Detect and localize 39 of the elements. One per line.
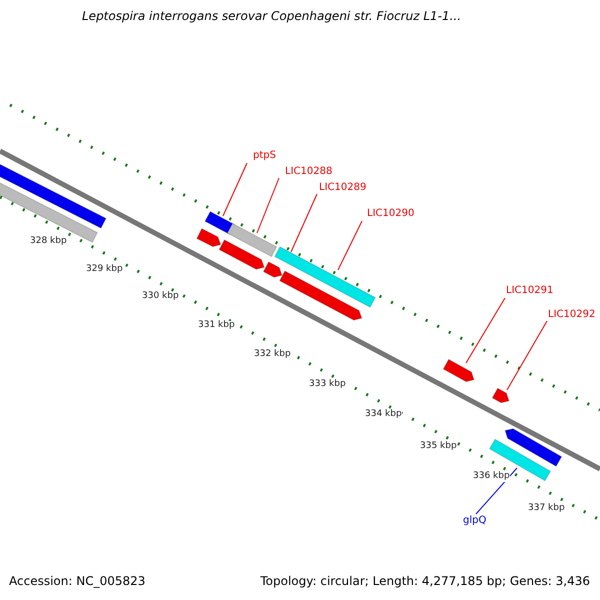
- gene-feature-bar: [218, 239, 265, 270]
- gene-feature-bar: [262, 261, 283, 278]
- gene-feature-bar: [504, 428, 562, 467]
- tick-label: 335 kbp: [420, 442, 457, 452]
- leader-line: [466, 298, 506, 364]
- gene-label: LIC10290: [367, 208, 414, 219]
- tick-label: 332 kbp: [254, 350, 291, 360]
- leader-line: [506, 320, 548, 390]
- gene-feature-bar: [196, 228, 222, 248]
- tick-label: 334 kbp: [365, 410, 402, 420]
- gene-feature-bar: [488, 438, 552, 482]
- gene-label: LIC10289: [319, 182, 366, 193]
- gene-label: ptpS: [253, 150, 276, 161]
- gene-label: LIC10292: [548, 309, 596, 320]
- leader-line: [222, 162, 248, 216]
- tick-label: 330 kbp: [142, 292, 179, 302]
- gene-label: glpQ: [463, 515, 486, 526]
- gene-feature-bar: [279, 270, 362, 321]
- leader-line: [256, 178, 280, 234]
- gene-label: LIC10288: [285, 166, 332, 177]
- tick-label: 333 kbp: [309, 380, 346, 390]
- gene-feature-bar: [226, 222, 278, 258]
- tick-label: 331 kbp: [198, 321, 235, 331]
- genome-summary-text: Topology: circular; Length: 4,277,185 bp; Genes: 3,436: [260, 575, 590, 588]
- leader-line: [290, 194, 318, 252]
- tick-label: 336 kbp: [473, 472, 510, 482]
- tick-label: 337 kbp: [528, 504, 565, 514]
- gene-feature-bar: [274, 246, 376, 308]
- gene-label: LIC10291: [506, 285, 554, 296]
- gene-feature-bar: [0, 163, 107, 229]
- tick-label: 328 kbp: [30, 237, 67, 247]
- leader-line: [476, 468, 518, 514]
- leader-line: [338, 220, 362, 270]
- gene-feature-bar: [442, 358, 475, 382]
- gene-feature-bar: [492, 388, 510, 404]
- tick-label: 329 kbp: [86, 265, 123, 275]
- accession-text: Accession: NC_005823: [9, 575, 146, 588]
- title: Leptospira interrogans serovar Copenhageni str. Fiocruz L1-1...: [82, 10, 462, 24]
- gene-feature-bar: [0, 181, 98, 243]
